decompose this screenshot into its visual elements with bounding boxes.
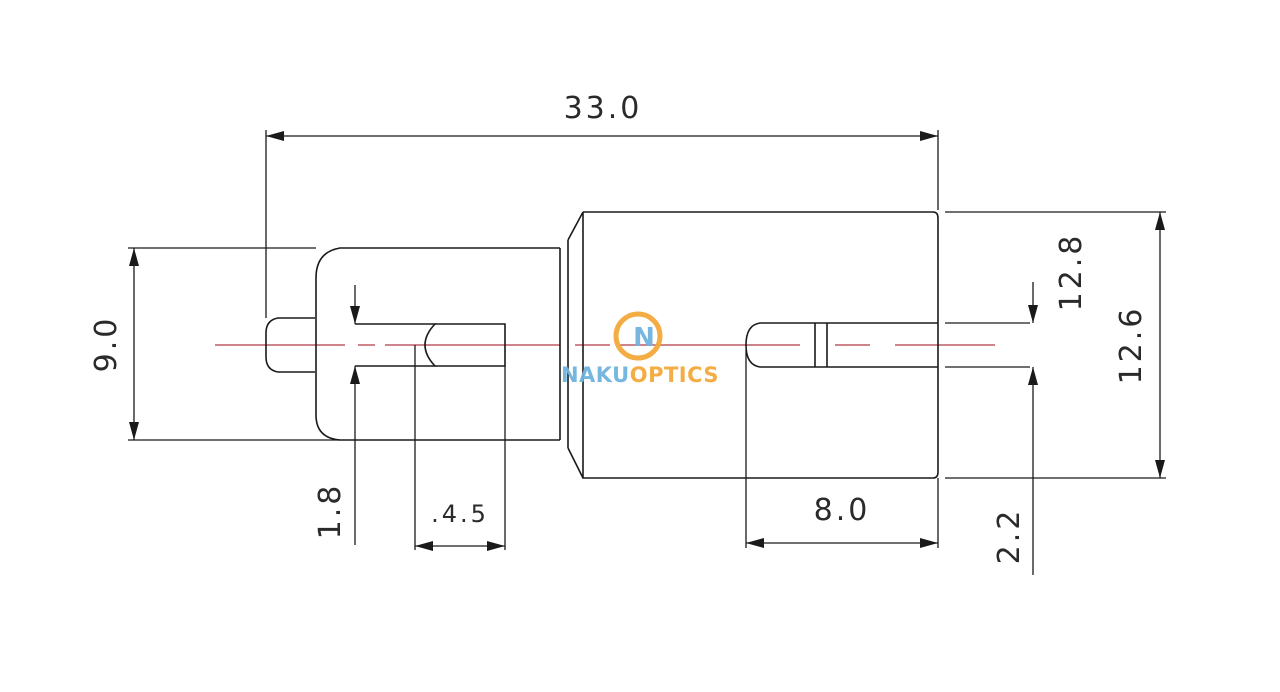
label-ferrule-diameter: 2.2 bbox=[992, 508, 1027, 565]
brand-part-2: OPTICS bbox=[630, 363, 719, 387]
label-pin-diameter: 1.8 bbox=[313, 483, 348, 540]
tip-pin bbox=[265, 317, 315, 373]
dim-bore-diameter: 12.8 bbox=[1028, 233, 1089, 323]
dim-ferrule-diameter: 2.2 bbox=[992, 367, 1038, 575]
brand-logo: N NAKUOPTICS bbox=[561, 311, 719, 387]
dim-pin-depth: .4.5 bbox=[414, 345, 506, 551]
connector-outline bbox=[265, 211, 1030, 479]
dim-large-diameter: 12.6 bbox=[945, 211, 1166, 479]
logo-ring-icon bbox=[613, 311, 663, 361]
brand-part-1: NAKU bbox=[561, 363, 630, 387]
small-body bbox=[315, 247, 560, 441]
label-overall-length: 33.0 bbox=[564, 91, 643, 126]
label-pin-depth: .4.5 bbox=[431, 500, 489, 528]
label-ferrule-depth: 8.0 bbox=[814, 493, 871, 528]
label-bore-diameter: 12.8 bbox=[1054, 233, 1089, 312]
dim-overall-length: 33.0 bbox=[265, 91, 939, 318]
large-body bbox=[582, 211, 939, 479]
logo-letter: N bbox=[633, 323, 655, 353]
dim-pin-diameter: 1.8 bbox=[313, 285, 360, 545]
label-large-diameter: 12.6 bbox=[1114, 306, 1149, 385]
ferrule-bore bbox=[745, 322, 938, 368]
dim-small-diameter: 9.0 bbox=[89, 247, 340, 441]
pin-bore bbox=[355, 323, 437, 367]
dim-ferrule-depth: 8.0 bbox=[745, 350, 939, 548]
label-small-diameter: 9.0 bbox=[89, 316, 124, 373]
brand-name: NAKUOPTICS bbox=[561, 363, 719, 387]
